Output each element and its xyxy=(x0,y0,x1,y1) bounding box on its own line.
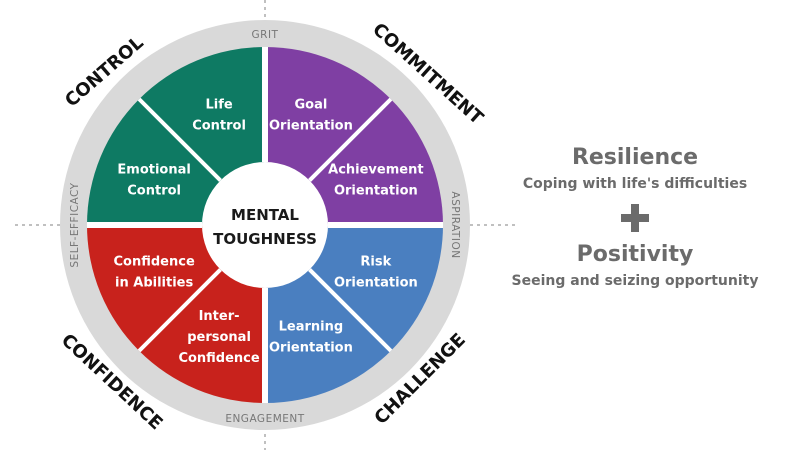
segment-label-achievement-orientation: Orientation xyxy=(334,184,418,199)
segment-separator xyxy=(137,97,222,182)
segment-label-interpersonal-confidence: Inter- xyxy=(199,309,240,324)
mental-toughness-wheel: LifeControlGoalOrientationAchievementOri… xyxy=(15,0,515,450)
segment-label-achievement-orientation: Achievement xyxy=(328,163,423,178)
segment-separator xyxy=(308,97,393,182)
plus-icon xyxy=(621,204,649,232)
segment-label-risk-orientation: Orientation xyxy=(334,275,418,290)
segment-label-life-control: Control xyxy=(192,119,246,134)
right-panel: Resilience Coping with life's difficulti… xyxy=(500,145,770,289)
segment-label-emotional-control: Control xyxy=(127,184,181,199)
segment-separator xyxy=(137,268,222,353)
segment-separator xyxy=(308,268,393,353)
ring-label-self-efficacy: SELF-EFFICACY xyxy=(69,182,81,267)
resilience-title: Resilience xyxy=(571,145,699,170)
segment-label-learning-orientation: Orientation xyxy=(269,340,353,355)
ring-label-engagement: ENGAGEMENT xyxy=(225,413,304,425)
center-circle xyxy=(202,162,328,288)
ring-label-grit: GRIT xyxy=(252,29,279,41)
segment-label-interpersonal-confidence: personal xyxy=(187,330,251,345)
segment-label-confidence-in-abilities: Confidence xyxy=(114,254,195,269)
segment-label-emotional-control: Emotional xyxy=(117,163,190,178)
resilience-subtitle: Coping with life's difficulties xyxy=(522,176,748,192)
ring-label-aspiration: ASPIRATION xyxy=(449,191,461,258)
segment-label-goal-orientation: Orientation xyxy=(269,119,353,134)
segment-label-confidence-in-abilities: in Abilities xyxy=(115,275,193,290)
center-label-line2: TOUGHNESS xyxy=(213,230,317,248)
separators-group xyxy=(87,47,443,403)
segment-label-goal-orientation: Goal xyxy=(295,98,328,113)
positivity-title: Positivity xyxy=(576,242,694,267)
center-label-line1: MENTAL xyxy=(231,206,299,224)
segment-label-learning-orientation: Learning xyxy=(279,319,344,334)
segment-label-risk-orientation: Risk xyxy=(360,254,391,269)
positivity-subtitle: Seeing and seizing opportunity xyxy=(511,273,759,289)
segment-label-interpersonal-confidence: Confidence xyxy=(178,351,259,366)
segment-label-life-control: Life xyxy=(205,98,232,113)
